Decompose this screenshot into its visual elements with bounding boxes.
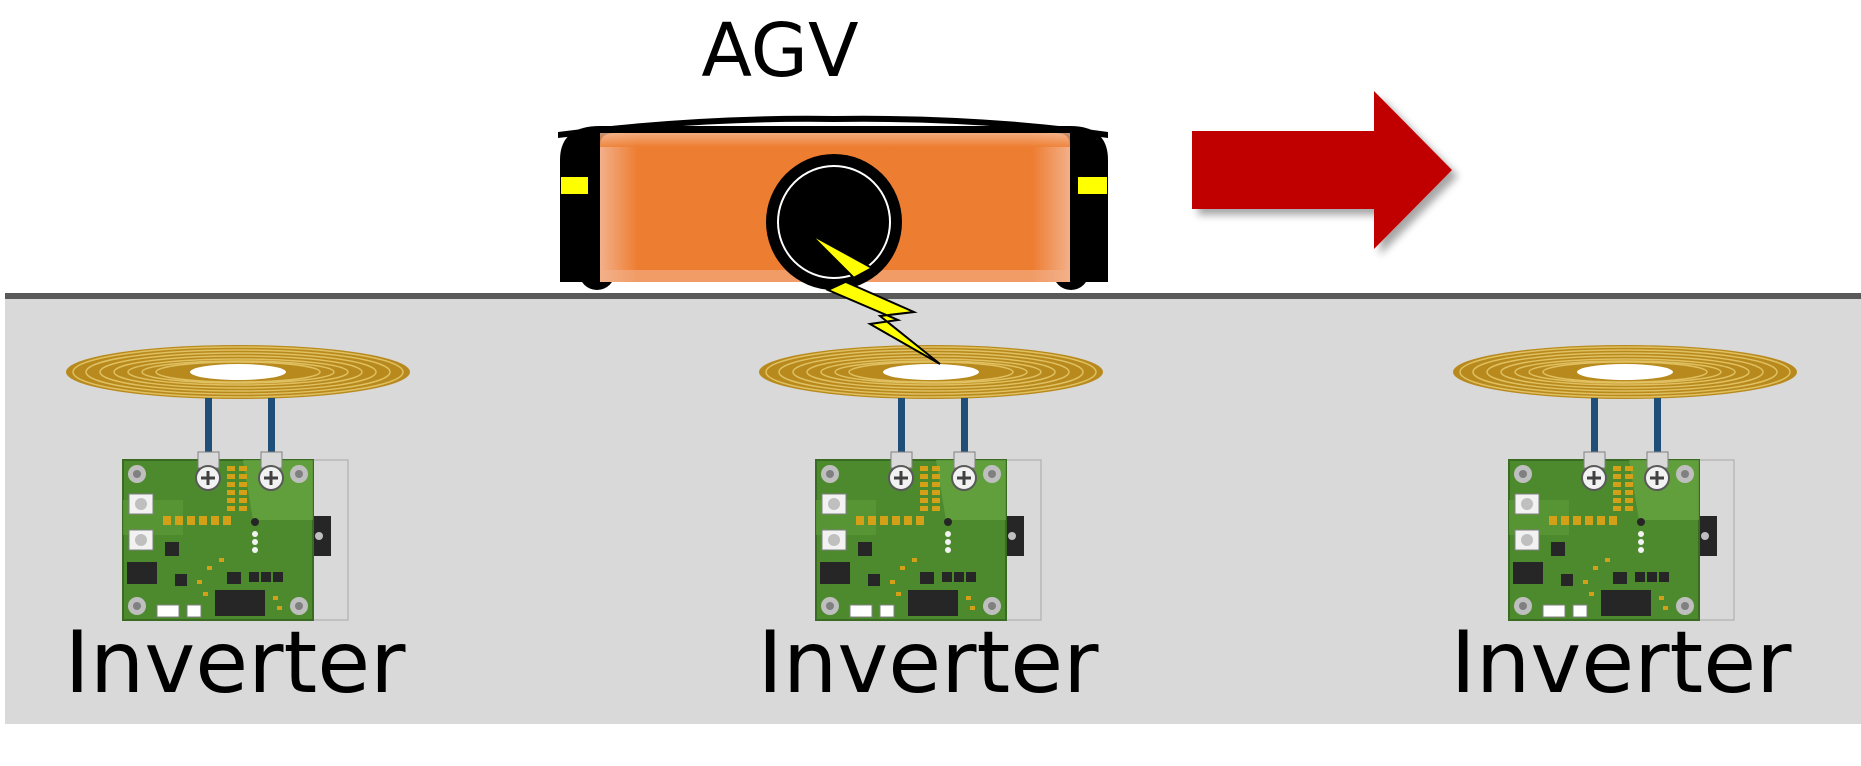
- agv-label: AGV: [701, 8, 859, 94]
- inverter-label: Inverter: [757, 613, 1099, 713]
- inverter-label: Inverter: [64, 613, 406, 713]
- agv-vehicle: [558, 115, 1108, 290]
- transmitter-coil: [758, 344, 1104, 400]
- agv-right-light: [1078, 177, 1107, 194]
- transmitter-coil: [65, 344, 411, 400]
- agv-left-light: [561, 177, 588, 194]
- agv-receiver-coil: [766, 154, 902, 290]
- direction-arrow: [1192, 91, 1452, 249]
- inverter-label: Inverter: [1450, 613, 1792, 713]
- transmitter-coil: [1452, 344, 1798, 400]
- power-transfer-bolt-icon: [809, 233, 941, 365]
